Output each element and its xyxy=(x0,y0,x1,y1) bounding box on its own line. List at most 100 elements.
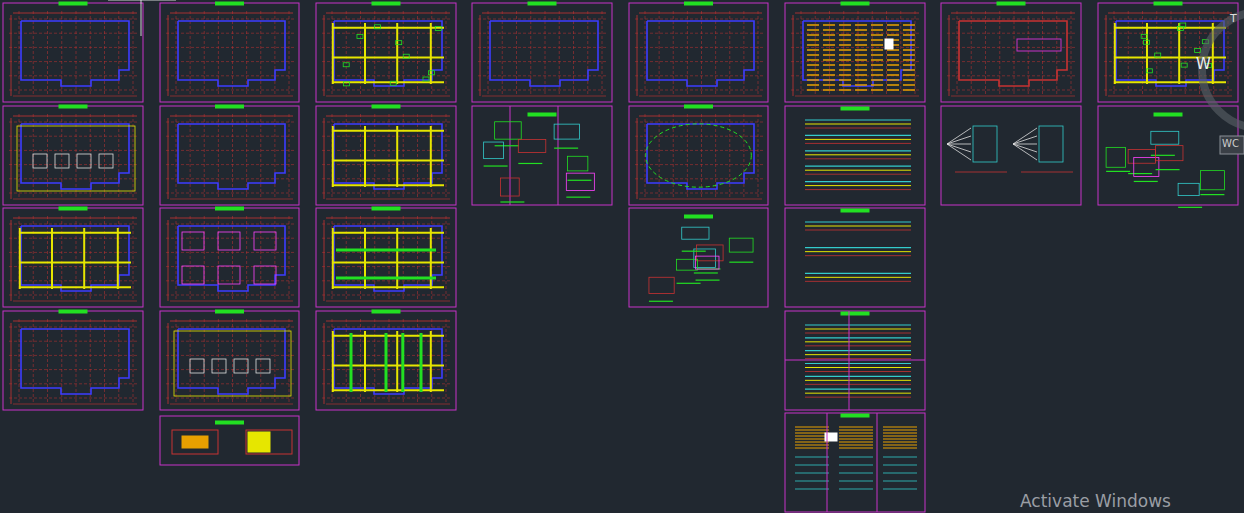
drawing-sheet xyxy=(629,2,768,102)
drawing-line xyxy=(855,89,867,91)
drawing-rect xyxy=(343,63,349,67)
drawing-sheet xyxy=(316,207,456,307)
drawing-line xyxy=(807,49,819,51)
drawing-line xyxy=(957,11,958,94)
drawing-line xyxy=(673,11,674,94)
drawing-rect xyxy=(1155,53,1161,57)
drawing-rect xyxy=(1220,136,1244,154)
drawing-line xyxy=(322,266,452,267)
wall-outline xyxy=(803,21,911,86)
drawing-line xyxy=(839,64,851,66)
drawing-line xyxy=(190,11,191,94)
drawing-line xyxy=(639,13,762,14)
drawing-line xyxy=(11,323,12,404)
drawing-line xyxy=(332,232,444,234)
drawing-line xyxy=(791,33,921,34)
drawing-line xyxy=(639,96,762,97)
drawing-line xyxy=(805,251,911,252)
drawing-line xyxy=(871,64,883,66)
drawing-rect xyxy=(696,256,719,269)
drawing-line xyxy=(855,79,867,81)
drawing-line xyxy=(805,189,911,190)
drawing-line xyxy=(807,54,819,56)
drawing-rect xyxy=(567,156,587,171)
wall-outline xyxy=(647,21,754,86)
drawing-line xyxy=(9,122,139,123)
drawing-rect xyxy=(841,414,869,417)
drawing-line xyxy=(396,126,398,187)
drawing-line xyxy=(1156,169,1180,170)
drawing-line xyxy=(33,319,34,402)
drawing-line xyxy=(117,228,119,289)
drawing-rect xyxy=(390,81,396,85)
drawing-line xyxy=(332,389,444,391)
drawing-line xyxy=(805,324,911,325)
drawing-line xyxy=(322,238,452,239)
drawing-line xyxy=(332,331,334,392)
drawing-line xyxy=(326,116,450,117)
drawing-line xyxy=(947,61,1077,62)
drawing-line xyxy=(855,64,867,66)
drawing-line xyxy=(883,444,917,445)
drawing-rect xyxy=(528,113,556,116)
drawing-line xyxy=(322,122,452,123)
drawing-sheet xyxy=(785,2,925,102)
drawing-sheet xyxy=(629,208,768,307)
drawing-line xyxy=(13,301,137,302)
drawing-rect xyxy=(629,106,768,205)
drawing-line xyxy=(9,355,139,356)
drawing-line xyxy=(805,255,911,256)
drawing-line xyxy=(495,145,519,146)
drawing-line xyxy=(793,15,794,96)
drawing-line xyxy=(855,74,867,76)
drawing-line xyxy=(502,11,503,94)
drawing-rect xyxy=(372,2,400,5)
drawing-line xyxy=(1114,23,1116,84)
drawing-line xyxy=(322,150,452,151)
watermark: Activate Windows xyxy=(1020,491,1171,511)
drawing-rect xyxy=(3,3,143,102)
drawing-line xyxy=(805,277,911,278)
drawing-line xyxy=(947,144,971,152)
viewcube-label: T xyxy=(1230,12,1237,25)
drawing-line xyxy=(839,54,851,56)
drawing-line xyxy=(807,39,819,41)
drawing-line xyxy=(9,238,139,239)
drawing-line xyxy=(190,114,191,197)
drawing-line xyxy=(805,333,911,334)
wall-outline xyxy=(647,124,754,189)
drawing-rect xyxy=(182,232,204,250)
drawing-sheet xyxy=(160,310,299,410)
drawing-line xyxy=(170,96,293,97)
viewcube-label: W xyxy=(1196,55,1211,73)
drawing-line xyxy=(76,11,77,94)
drawing-line xyxy=(385,333,388,392)
drawing-line xyxy=(805,273,911,274)
drawing-line xyxy=(350,333,353,392)
drawing-line xyxy=(807,84,819,86)
drawing-rect xyxy=(649,277,674,293)
drawing-line xyxy=(488,11,489,94)
drawing-rect xyxy=(343,82,349,86)
drawing-line xyxy=(839,473,873,474)
drawing-line xyxy=(322,193,452,194)
drawing-rect xyxy=(1200,171,1224,190)
drawing-line xyxy=(13,116,137,117)
drawing-line xyxy=(871,29,883,31)
drawing-line xyxy=(827,413,828,512)
drawing-line xyxy=(204,11,205,94)
drawing-line xyxy=(11,220,12,301)
drawing-line xyxy=(823,54,835,56)
drawing-rect xyxy=(3,311,143,410)
drawing-line xyxy=(289,319,290,402)
drawing-line xyxy=(795,457,829,458)
drawing-rect xyxy=(1177,26,1183,30)
drawing-line xyxy=(635,193,764,194)
drawing-line xyxy=(839,89,851,91)
drawing-rect xyxy=(1143,40,1149,44)
drawing-line xyxy=(758,11,759,94)
drawing-rect xyxy=(316,208,456,307)
drawing-rect xyxy=(1039,126,1063,162)
drawing-line xyxy=(232,114,233,197)
drawing-line xyxy=(1106,171,1130,172)
